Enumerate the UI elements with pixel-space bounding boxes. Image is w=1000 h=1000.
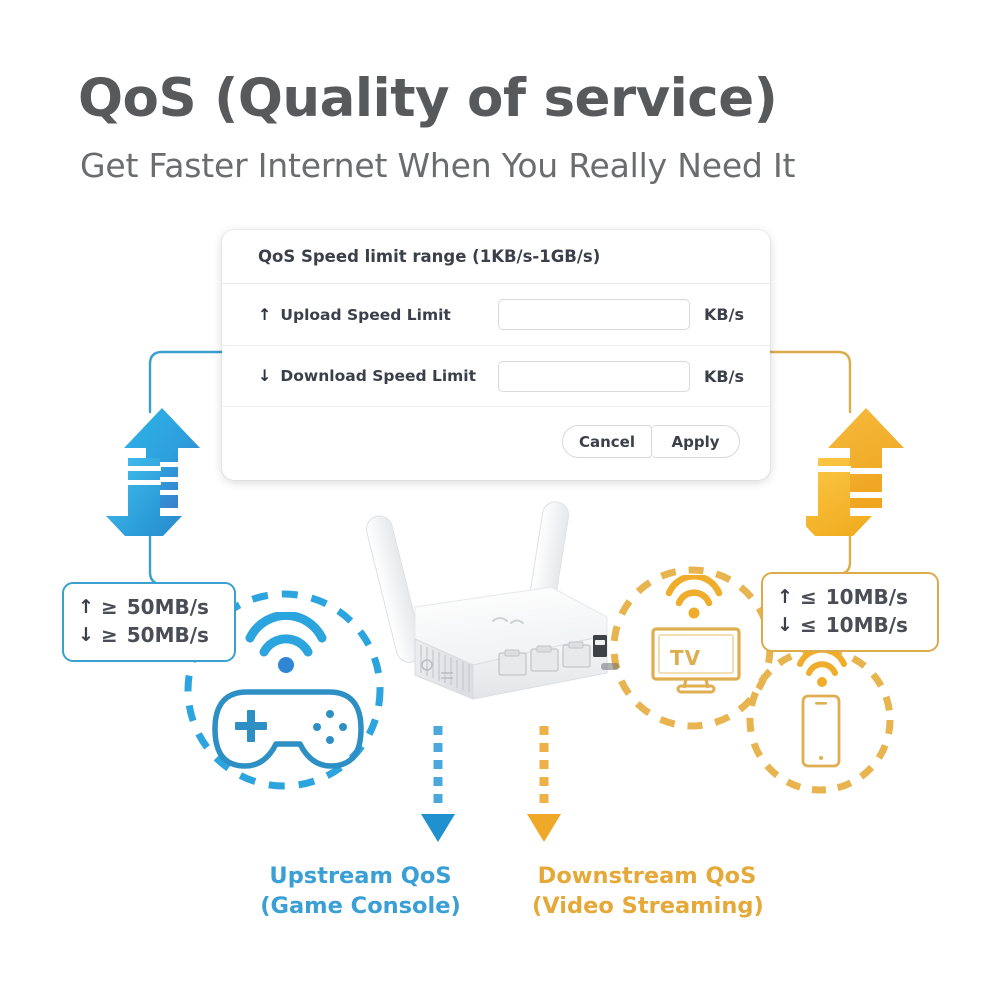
page-title: QoS (Quality of service) (78, 68, 778, 129)
upload-speed-label: ↑ Upload Speed Limit (258, 306, 498, 324)
big-down-arrow-icon-orange (806, 458, 872, 536)
panel-header: QoS Speed limit range (1KB/s-1GB/s) (222, 230, 770, 284)
download-speed-input[interactable] (498, 360, 690, 392)
big-down-arrow-icon (106, 458, 182, 536)
upload-speed-unit: KB/s (704, 305, 744, 324)
upload-arrow-icon-badge-orange: ↑ (777, 585, 793, 608)
download-speed-row: ↓ Download Speed Limit KB/s (222, 345, 770, 406)
download-arrow-icon-badge-orange: ↓ (777, 614, 793, 637)
upstream-flow-arrow-icon (421, 726, 455, 842)
qos-settings-panel: QoS Speed limit range (1KB/s-1GB/s) ↑ Up… (222, 230, 770, 480)
gamepad-icon (212, 689, 364, 769)
big-up-arrow-icon-orange (828, 408, 904, 508)
upload-arrow-icon: ↑ (258, 304, 272, 324)
download-speed-label: ↓ Download Speed Limit (258, 367, 498, 385)
tv-screen-label: TV (670, 646, 702, 670)
download-arrow-icon: ↓ (258, 366, 272, 385)
upstream-caption-line1: Upstream QoS (269, 863, 452, 889)
upload-arrow-icon-badge: ↑ (78, 595, 94, 618)
upload-comparator: ≥ (101, 595, 118, 619)
download-speed-unit: KB/s (704, 366, 744, 386)
big-up-arrow-icon (124, 408, 200, 508)
upstream-speed-badge: ↑ ≥ 50MB/s ↓ ≥ 50MB/s (62, 582, 236, 662)
panel-footer: Cancel Apply (222, 406, 770, 476)
wifi-icon-gamepad (245, 612, 327, 673)
upload-comparator-orange: ≤ (800, 585, 817, 609)
download-speed-value-orange: 10MB/s (825, 613, 908, 638)
download-speed-value: 50MB/s (126, 623, 209, 648)
upstream-download-line: ↓ ≥ 50MB/s (78, 621, 220, 649)
upload-speed-input[interactable] (498, 299, 690, 330)
tv-icon (651, 627, 741, 694)
downstream-flow-arrow-icon (527, 726, 561, 842)
downstream-download-line: ↓ ≤ 10MB/s (777, 611, 923, 639)
download-comparator-orange: ≤ (800, 613, 817, 638)
download-comparator: ≥ (101, 623, 118, 648)
download-speed-label-text: Download Speed Limit (280, 367, 477, 385)
panel-title: QoS Speed limit range (1KB/s-1GB/s) (258, 247, 601, 266)
upload-speed-value: 50MB/s (126, 595, 209, 619)
upstream-caption: Upstream QoS (Game Console) (258, 862, 463, 921)
upload-speed-row: ↑ Upload Speed Limit KB/s (222, 284, 770, 345)
downstream-speed-badge: ↑ ≤ 10MB/s ↓ ≤ 10MB/s (761, 572, 939, 652)
wifi-icon-tv (665, 575, 723, 619)
page-subtitle: Get Faster Internet When You Really Need… (80, 146, 796, 185)
cancel-button[interactable]: Cancel (561, 425, 652, 458)
downstream-caption-line2: (Video Streaming) (532, 892, 764, 919)
upload-speed-label-text: Upload Speed Limit (280, 305, 451, 324)
downstream-upload-line: ↑ ≤ 10MB/s (777, 583, 923, 611)
downstream-caption: Downstream QoS (Video Streaming) (532, 862, 764, 921)
downstream-caption-line1: Downstream QoS (537, 863, 757, 889)
router-icon (365, 501, 619, 700)
smartphone-icon (801, 694, 841, 768)
apply-button[interactable]: Apply (652, 425, 740, 458)
upload-speed-value-orange: 10MB/s (825, 585, 908, 609)
wifi-icon-phone (797, 648, 847, 687)
upstream-upload-line: ↑ ≥ 50MB/s (78, 593, 220, 621)
download-arrow-icon-badge: ↓ (78, 624, 94, 647)
upstream-caption-line2: (Game Console) (260, 892, 461, 919)
